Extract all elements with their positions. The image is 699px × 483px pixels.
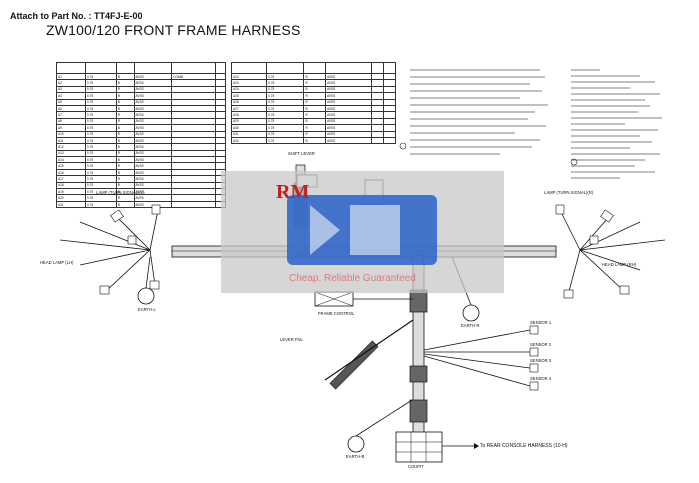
table-cell: 0.75: [266, 136, 305, 145]
table-cell: A8: [56, 117, 86, 126]
table-cell: 0.75: [266, 98, 305, 106]
attach-part-number: Attach to Part No. : TT4FJ-E-00: [10, 11, 143, 21]
table-cell: [214, 72, 227, 81]
table-cell: A3: [56, 85, 86, 94]
table-cell: A4: [56, 92, 86, 100]
table-cell: [382, 85, 397, 94]
table-cell: 0.75: [266, 92, 305, 100]
table-cell: [382, 117, 397, 126]
table-cell: A7: [56, 111, 86, 119]
left-lamp-cluster: [59, 209, 159, 293]
label-sensor-3: SENSOR 3: [530, 358, 552, 363]
table-cell: 0.75: [84, 98, 117, 106]
label-earth-l: EARTH-L: [138, 307, 156, 312]
table-cell: [382, 136, 397, 145]
table-cell: [382, 72, 397, 81]
table-cell: A1: [56, 72, 86, 81]
earth-terminal-left: [137, 287, 155, 305]
label-sensor-4: SENSOR 4: [530, 376, 552, 381]
label-lamp-left: LAMP (TURN SIGNAL)(L): [96, 190, 145, 195]
table-cell: [382, 79, 397, 87]
label-sensor-1: SENSOR 1: [530, 320, 552, 325]
table-cell: [214, 79, 227, 87]
label-sensor-2: SENSOR 2: [530, 342, 552, 347]
table-cell: [382, 92, 397, 100]
earth-terminal-bottom: [347, 435, 365, 453]
table-cell: [214, 111, 227, 119]
sleeve: [409, 365, 428, 383]
table-cell: 0.75: [84, 200, 117, 209]
table-cell: A21: [56, 200, 86, 209]
watermark-logo: RM: [276, 181, 310, 203]
table-cell: 0.75: [84, 72, 117, 81]
label-head-lamp-r: HEAD LAMP (RH): [602, 262, 637, 267]
table-cell: [382, 104, 397, 113]
table-cell: A5: [56, 98, 86, 106]
label-earth-b: EARTH-B: [346, 454, 365, 459]
watermark-text: Cheap, Reliable Guaranteed: [289, 273, 416, 284]
label-lamp-right: LAMP (TURN SIGNAL)(R): [544, 190, 594, 195]
note-circle: [570, 158, 578, 166]
table-cell: [214, 117, 227, 126]
table-cell: 0.75: [266, 85, 305, 94]
table-cell: [214, 98, 227, 106]
table-cell: 0.75: [266, 111, 305, 119]
table-cell: 0.75: [84, 79, 117, 87]
table-cell: 0.75: [84, 85, 117, 94]
label-shift-lever: SHIFT LEVER: [288, 151, 315, 156]
notes-text-lines: [410, 69, 662, 179]
right-lamp-cluster: [559, 209, 666, 296]
label-lever-fnl: LEVER FNL: [280, 337, 303, 342]
table-cell: [382, 111, 397, 119]
label-frame-control: FRAME CONTROL: [318, 311, 355, 316]
table-cell: 0.75: [84, 117, 117, 126]
table-cell: [214, 92, 227, 100]
table-cell: 0.75: [266, 104, 305, 113]
table-cell: 0.75: [266, 117, 305, 126]
coupit-connector: [395, 431, 443, 463]
earth-terminal-right: [462, 304, 480, 322]
sleeve: [409, 289, 428, 313]
label-head-lamp-l: HEAD LAMP (LH): [40, 260, 74, 265]
table-cell: 0.75: [84, 104, 117, 113]
table-cell: A6: [56, 104, 86, 113]
table-cell: 0.75: [84, 111, 117, 119]
table-cell: 0.75: [84, 92, 117, 100]
label-rear-console: To REAR CONSOLE HARNESS (10-H): [480, 443, 568, 449]
drawing-title: ZW100/120 FRONT FRAME HARNESS: [46, 22, 301, 38]
table-cell: 0.75: [266, 79, 305, 87]
table-cell: [214, 85, 227, 94]
table-cell: [382, 98, 397, 106]
table-cell: 0.75: [266, 72, 305, 81]
table-cell: [214, 104, 227, 113]
label-coupit: COUPIT: [408, 464, 424, 469]
sleeve: [409, 399, 428, 423]
label-earth-r: EARTH-R: [461, 323, 480, 328]
table-cell: A2: [56, 79, 86, 87]
note-circle: [399, 142, 407, 150]
